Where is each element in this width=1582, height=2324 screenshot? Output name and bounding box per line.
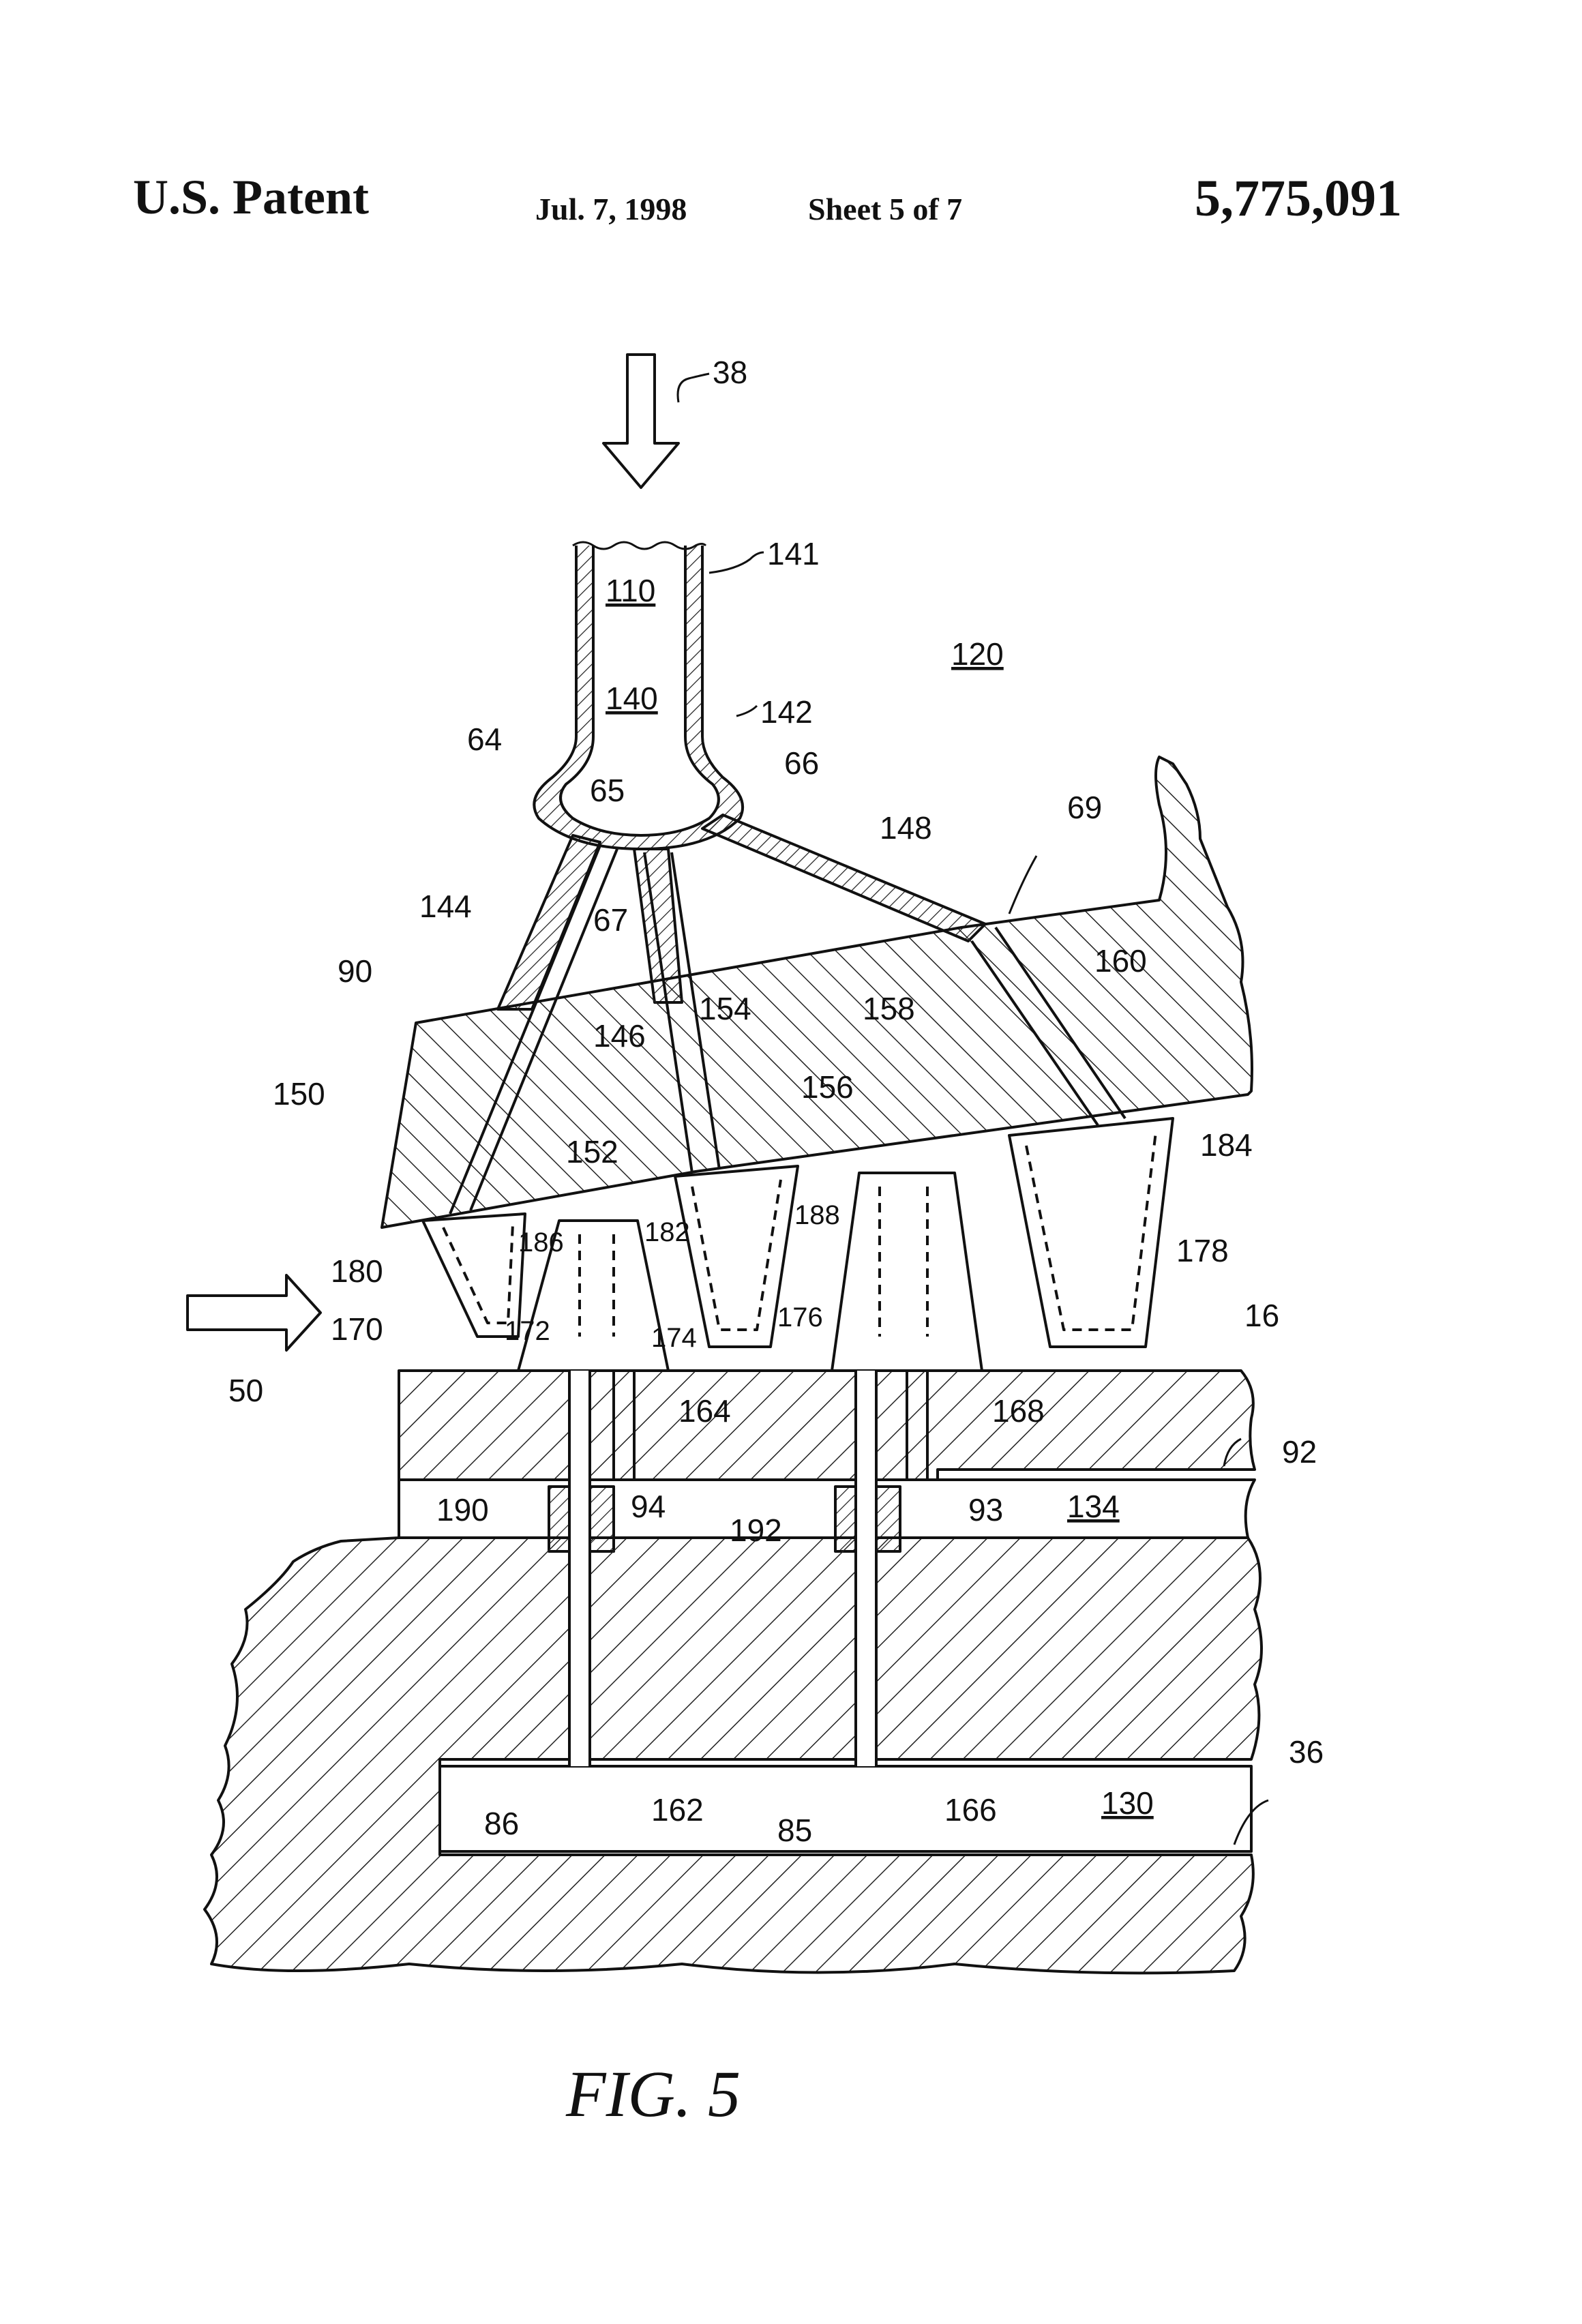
ref-134: 134 (1067, 1489, 1120, 1524)
ref-66: 66 (784, 745, 819, 781)
tube-144 (498, 835, 600, 1009)
ref-130: 130 (1101, 1785, 1154, 1821)
ref-110: 110 (606, 573, 655, 608)
ref-190: 190 (436, 1492, 489, 1528)
ref-64: 64 (467, 721, 502, 757)
ref-188: 188 (794, 1200, 840, 1230)
ref-176: 176 (777, 1302, 823, 1332)
ref-154: 154 (699, 991, 751, 1026)
ref-38: 38 (713, 355, 747, 390)
ref-144: 144 (419, 889, 472, 924)
inlet-arrow-50 (188, 1275, 320, 1350)
ref-192: 192 (730, 1513, 782, 1548)
ref-90: 90 (338, 953, 372, 989)
ref-94: 94 (631, 1489, 666, 1524)
ref-69: 69 (1067, 790, 1102, 825)
ref-160: 160 (1094, 943, 1147, 979)
ref-148: 148 (880, 810, 932, 846)
ref-86: 86 (484, 1806, 519, 1841)
ref-182: 182 (644, 1217, 690, 1247)
ref-174: 174 (651, 1323, 697, 1353)
ref-141: 141 (767, 536, 820, 571)
figure-caption: FIG. 5 (566, 2056, 741, 2132)
ref-178: 178 (1176, 1233, 1229, 1268)
ref-158: 158 (863, 991, 915, 1026)
rotor-disk (205, 1538, 1262, 1973)
ref-146: 146 (593, 1018, 646, 1054)
ref-170: 170 (331, 1311, 383, 1347)
ref-65: 65 (590, 773, 625, 808)
rotor-tooth-176 (832, 1173, 982, 1371)
ref-140: 140 (606, 681, 658, 716)
ref-85: 85 (777, 1813, 812, 1848)
ref-67: 67 (593, 902, 628, 938)
ref-172: 172 (505, 1316, 550, 1346)
ref-152: 152 (566, 1134, 618, 1170)
platform-16 (399, 1371, 1255, 1480)
ref-184: 184 (1200, 1127, 1253, 1163)
ref-180: 180 (331, 1253, 383, 1289)
ref-150: 150 (273, 1076, 325, 1112)
ref-156: 156 (801, 1069, 854, 1105)
ref-166: 166 (944, 1792, 997, 1828)
tube-148 (702, 815, 985, 941)
ref-142: 142 (760, 694, 813, 730)
ref-164: 164 (678, 1393, 731, 1429)
ref-92: 92 (1282, 1434, 1317, 1470)
ref-162: 162 (651, 1792, 704, 1828)
ref-36: 36 (1289, 1734, 1324, 1770)
ref-50: 50 (228, 1373, 263, 1408)
inlet-arrow-38 (603, 355, 678, 488)
ref-16: 16 (1244, 1298, 1279, 1333)
tooth-178 (1009, 1118, 1173, 1347)
ref-93: 93 (968, 1492, 1003, 1528)
ref-186: 186 (518, 1227, 564, 1257)
ref-168: 168 (992, 1393, 1045, 1429)
ref-120: 120 (951, 636, 1004, 672)
cavity-row (399, 1480, 1255, 1538)
